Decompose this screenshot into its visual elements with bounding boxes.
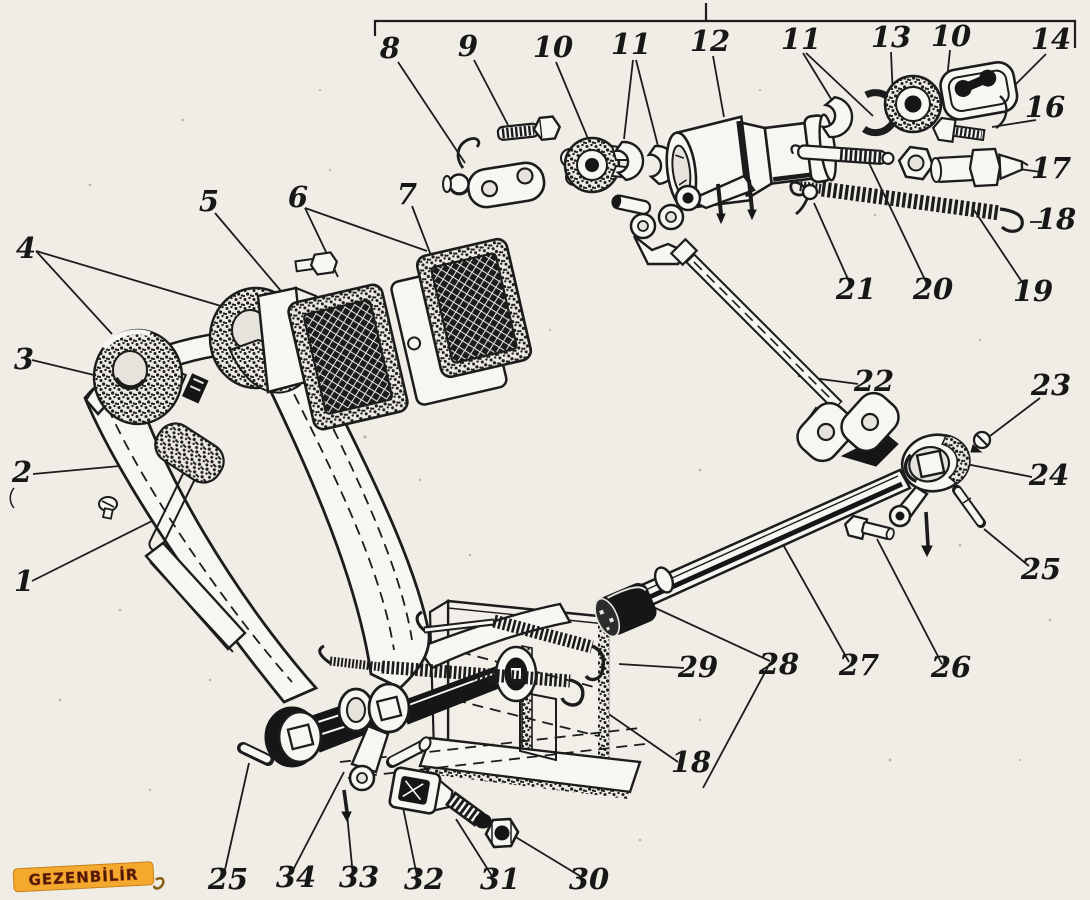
universal-fork — [629, 203, 699, 267]
part-label-28: 28 — [758, 647, 799, 681]
part-label-4: 4 — [16, 231, 36, 265]
link-plate-8 — [442, 137, 546, 209]
part-label-11-right: 11 — [781, 22, 821, 56]
part-label-12: 12 — [690, 24, 730, 58]
part-label-25-bottom: 25 — [207, 862, 248, 896]
part-label-31: 31 — [480, 862, 520, 896]
part-label-23: 23 — [1030, 368, 1071, 402]
bolt-26 — [843, 514, 895, 541]
part-label-13: 13 — [871, 20, 911, 54]
lever-arm-34 — [348, 724, 390, 792]
part-label-5: 5 — [199, 184, 219, 218]
bolt-9 — [496, 115, 562, 142]
part-label-7: 7 — [397, 177, 417, 211]
part-label-22: 22 — [853, 364, 894, 398]
bracket-bolt — [294, 251, 339, 276]
clevis-pin — [386, 736, 432, 768]
rubber-ring-left — [92, 328, 184, 426]
torsion-tube — [594, 468, 912, 638]
cotter-pins-top — [716, 179, 757, 225]
pedal-pad-left — [287, 283, 409, 431]
bearing-disc-10-right — [883, 74, 943, 134]
rod-20 — [790, 144, 895, 165]
boss-arm — [888, 485, 929, 528]
pin-25-bottom — [237, 742, 274, 766]
part-label-30: 30 — [569, 862, 609, 896]
part-label-27: 27 — [838, 648, 879, 682]
watermark-tail — [152, 877, 165, 890]
tube-boss-24 — [900, 433, 971, 493]
stray-print-mark — [9, 487, 15, 509]
part-label-33: 33 — [339, 860, 379, 894]
spring-clip-21 — [789, 180, 819, 216]
bolt-16 — [931, 116, 986, 143]
frame-cross-band — [416, 602, 572, 670]
return-spring-upper — [415, 610, 606, 682]
part-label-18-top: 18 — [1036, 202, 1076, 236]
part-label-2: 2 — [11, 455, 32, 489]
hex-nut-30 — [484, 817, 520, 849]
part-label-29: 29 — [677, 650, 718, 684]
group-bracket — [373, 3, 1077, 48]
retaining-clip-11-right — [820, 95, 854, 139]
screw-23 — [970, 430, 992, 453]
pin-25-right — [952, 485, 986, 528]
watermark-background — [12, 861, 155, 893]
part-label-16: 16 — [1025, 90, 1065, 124]
spring-18-top — [799, 181, 1024, 233]
bracket-14 — [939, 61, 1019, 129]
paper-speckles — [58, 88, 1052, 842]
part-label-10-left: 10 — [533, 30, 573, 64]
part-label-1: 1 — [14, 564, 34, 598]
push-rod — [685, 253, 843, 411]
part-label-18-bottom: 18 — [671, 745, 711, 779]
rod-clevis — [796, 391, 900, 467]
pin-33 — [341, 789, 352, 823]
part-label-26: 26 — [930, 650, 971, 684]
adjuster-clevis — [388, 766, 454, 815]
fitting-17 — [930, 147, 1029, 188]
tube-ring — [653, 566, 675, 594]
cotter-pin-vertical — [921, 511, 933, 558]
part-number-labels: 8 9 10 11 12 11 13 10 14 16 17 18 19 20 … — [11, 19, 1076, 896]
rubber-buffer — [154, 422, 225, 484]
adjuster-bolt — [444, 791, 492, 829]
part-label-20: 20 — [912, 272, 953, 306]
hidden-rod-dashes — [339, 727, 646, 779]
part-label-24: 24 — [1028, 458, 1069, 492]
tube-end-cap — [594, 583, 657, 638]
hex-nut-17 — [897, 145, 935, 181]
small-screw — [98, 496, 118, 520]
watermark-badge: GEZENBİLİR — [12, 861, 165, 893]
part-label-9: 9 — [458, 29, 478, 63]
pedal-arm-left — [83, 370, 319, 704]
part-label-19: 19 — [1013, 274, 1053, 308]
part-label-6: 6 — [288, 180, 308, 214]
part-label-32: 32 — [404, 862, 444, 896]
part-label-25-right: 25 — [1020, 552, 1061, 586]
pedal-pad-right — [415, 237, 533, 379]
part-label-14: 14 — [1031, 22, 1071, 56]
small-pin-top — [611, 194, 652, 215]
part-label-10-right: 10 — [931, 19, 971, 53]
part-label-21: 21 — [835, 272, 876, 306]
part-label-11-left: 11 — [611, 27, 651, 61]
part-label-8: 8 — [379, 31, 400, 65]
part-label-34: 34 — [276, 860, 316, 894]
part-label-3: 3 — [14, 342, 34, 376]
part-label-17: 17 — [1031, 151, 1071, 185]
return-spring-lower — [318, 644, 585, 707]
